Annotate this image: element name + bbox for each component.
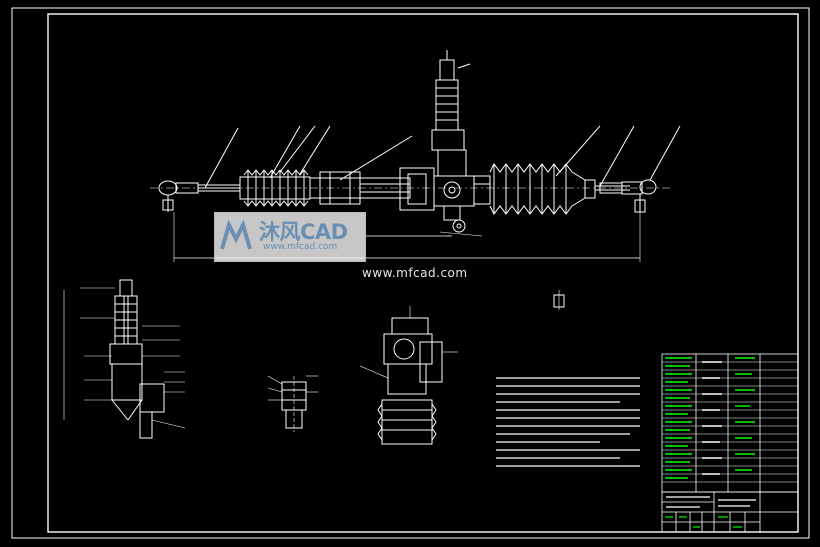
pinion-column — [431, 50, 475, 233]
main-assembly-view — [150, 50, 681, 262]
parts-list — [661, 353, 799, 493]
watermark-logo-text: 沐风CAD — [259, 220, 348, 244]
right-section-view — [359, 306, 458, 445]
title-block — [661, 491, 799, 533]
right-tie-rod-end — [595, 179, 657, 213]
rack-housing — [309, 167, 435, 211]
small-detail — [553, 290, 565, 310]
watermark-logo-subtext: www.mfcad.com — [263, 242, 338, 252]
watermark-url: www.mfcad.com — [362, 266, 468, 280]
right-bellows — [489, 163, 596, 215]
left-section-view — [63, 279, 186, 439]
outer-frame — [11, 7, 810, 539]
left-tie-rod-end — [158, 180, 240, 212]
right-housing — [473, 175, 491, 205]
technical-requirements — [496, 377, 640, 467]
small-section-view — [267, 375, 318, 432]
inner-frame — [47, 13, 799, 533]
watermark-logo: 沐风CAD www.mfcad.com — [214, 212, 366, 262]
logo-mark-icon — [220, 219, 252, 250]
